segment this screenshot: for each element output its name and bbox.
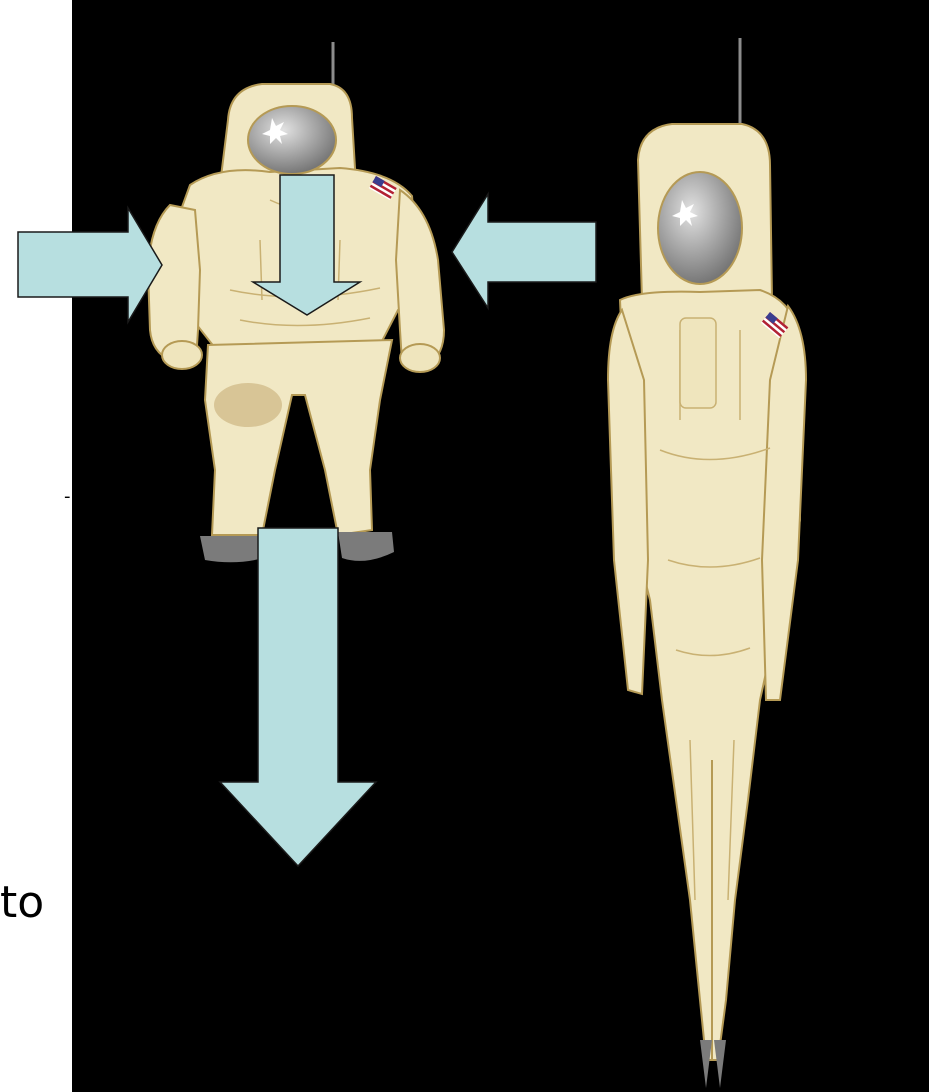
astronaut-left-arm — [148, 205, 200, 360]
stretched-right-boot-tip — [714, 1040, 726, 1088]
arrow-left-pushing-right — [18, 208, 162, 322]
astronaut-visor — [248, 106, 336, 174]
astronaut-right-glove — [400, 344, 440, 372]
cropped-text-mark: - — [64, 488, 71, 506]
stretched-visor — [658, 172, 742, 284]
astronaut-right-boot — [338, 532, 394, 561]
astronaut-legs — [205, 340, 392, 535]
astronaut-knee-patch — [214, 383, 282, 427]
stretched-left-boot-tip — [700, 1040, 712, 1088]
cropped-text-word: to — [0, 878, 44, 928]
arrow-feet-down — [220, 528, 376, 866]
astronaut-left-glove — [162, 341, 202, 369]
astronaut-stretched — [608, 38, 806, 1088]
stretched-chest-pack — [680, 318, 716, 408]
arrow-right-pushing-left — [452, 194, 596, 308]
astronaut-right-arm — [396, 190, 444, 365]
